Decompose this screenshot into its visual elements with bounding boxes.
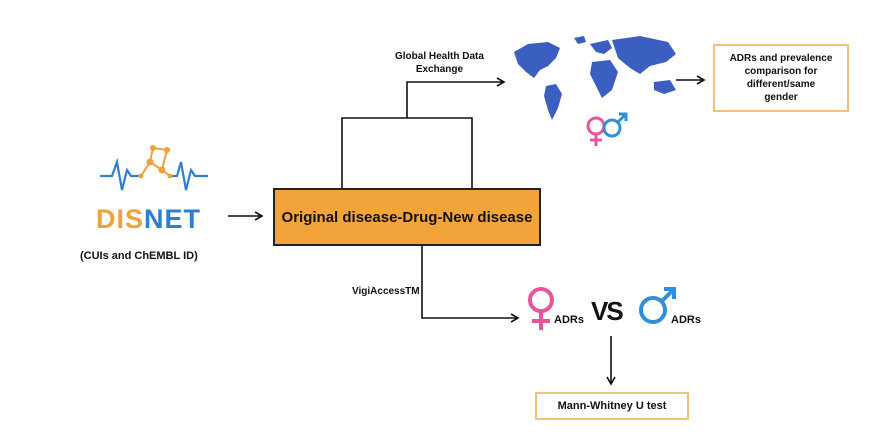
center-box: Original disease-Drug-New disease	[273, 188, 541, 246]
output-box-line1: ADRs and prevalence	[729, 53, 833, 64]
world-map-icon	[514, 36, 676, 120]
test-box-label: Mann-Whitney U test	[557, 400, 667, 412]
male-adrs-label: ADRs	[671, 314, 701, 326]
output-box-line4: gender	[764, 92, 798, 103]
arrow-to-comparison	[421, 246, 520, 323]
top-branch-label-line1: Global Health Data	[395, 51, 484, 62]
vs-label: VS	[591, 296, 624, 326]
bottom-branch-label: VigiAccessTM	[352, 286, 420, 297]
top-branch-label-line2: Exchange	[415, 64, 464, 75]
female-adrs-label: ADRs	[554, 314, 584, 326]
output-box: ADRs and prevalence comparison for diffe…	[713, 44, 849, 112]
center-box-label: Original disease-Drug-New disease	[281, 208, 533, 226]
logo-net-text: NET	[144, 204, 202, 234]
output-box-line3: different/same	[746, 79, 816, 90]
network-node-icon	[100, 145, 208, 191]
male-symbol-icon	[639, 287, 676, 324]
female-male-icon	[586, 112, 628, 146]
test-box: Mann-Whitney U test	[535, 392, 689, 420]
source-caption: (CUIs and ChEMBL ID)	[80, 250, 198, 262]
top-branch-label: Global Health Data Exchange	[395, 50, 484, 76]
arrow-to-map	[406, 77, 506, 118]
logo-dis-text: DIS	[96, 204, 145, 234]
top-connector	[341, 117, 473, 188]
female-symbol-icon	[528, 287, 554, 330]
disnet-logo: DISNET	[96, 204, 201, 235]
output-box-line2: comparison for	[744, 66, 818, 77]
